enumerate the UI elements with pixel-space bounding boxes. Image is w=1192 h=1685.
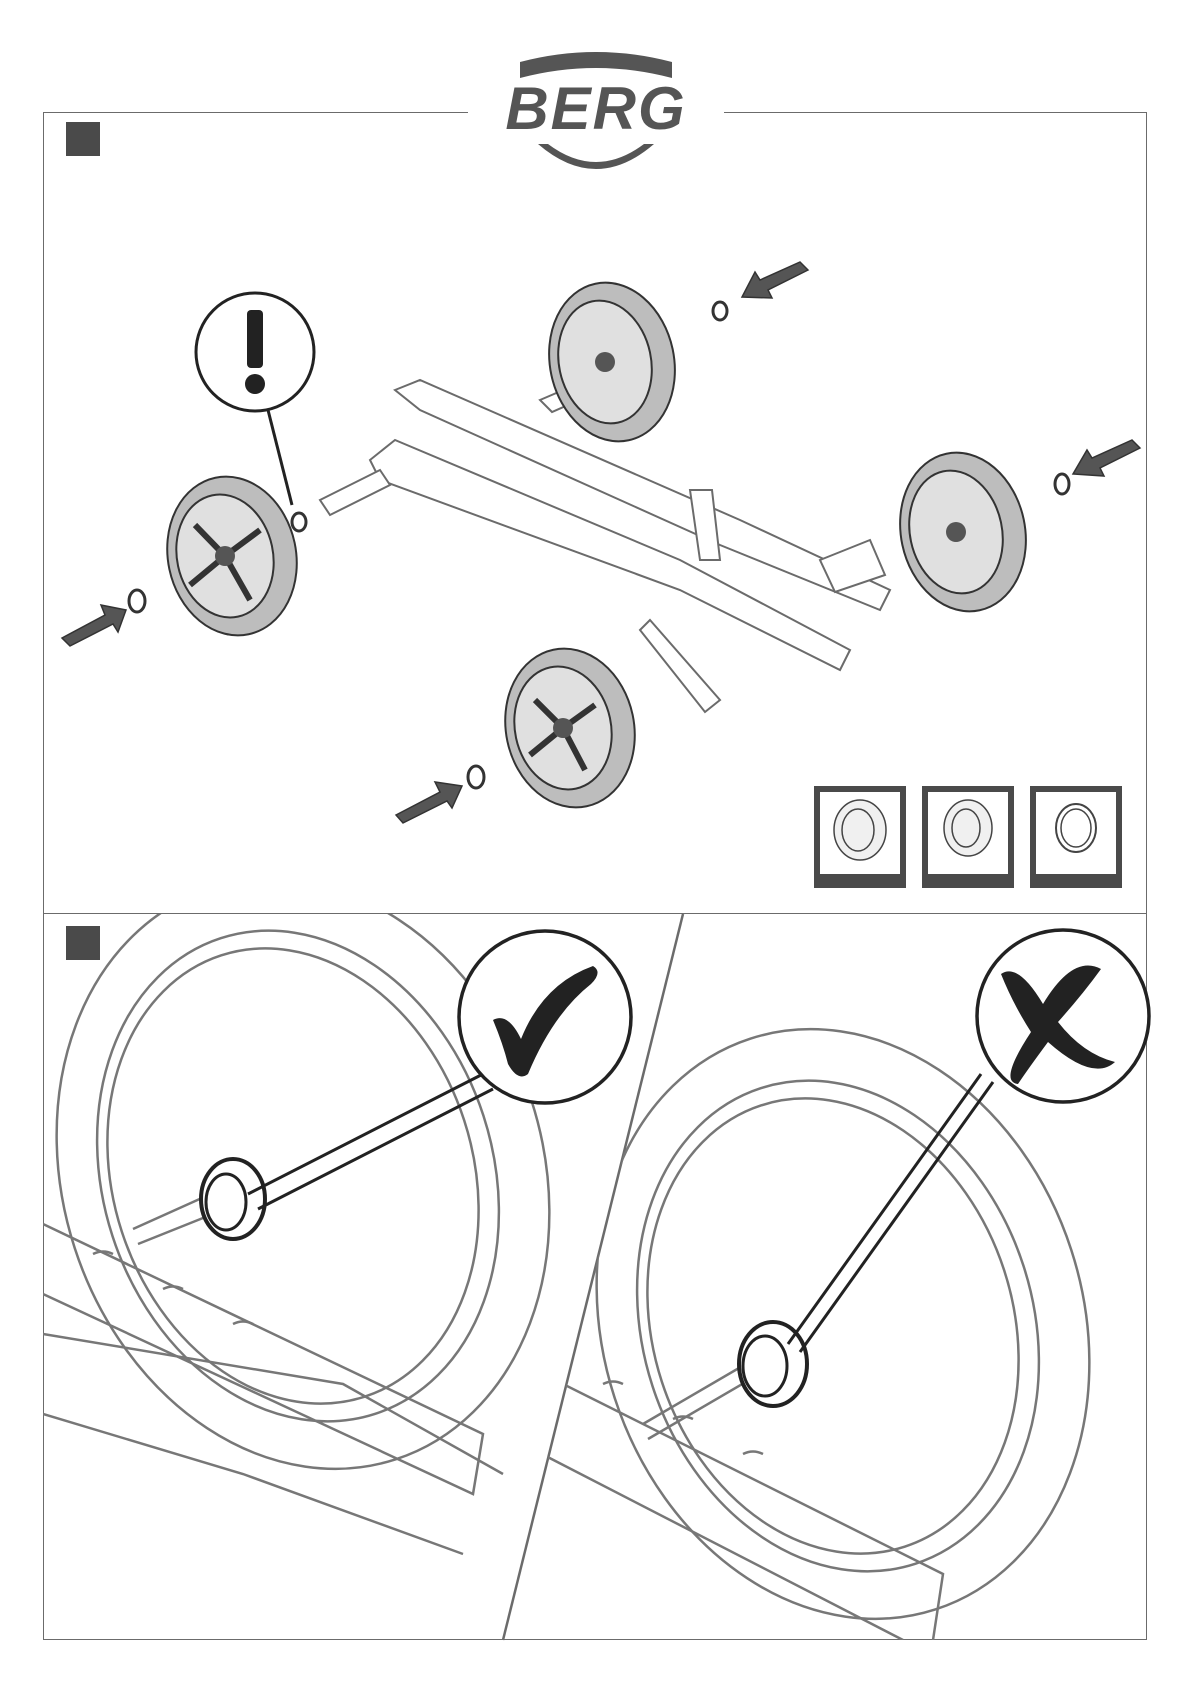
wheel-small-icon (928, 792, 1008, 872)
step-1-exploded-view (0, 0, 1192, 900)
part-thumbnail-cap-ring (1030, 786, 1122, 888)
part-thumbnail-wheel-large (814, 786, 906, 888)
part-thumbnail-wheel-small (922, 786, 1014, 888)
exclamation-icon (247, 310, 263, 368)
wheel-front-left (491, 636, 649, 819)
correct-callout (248, 931, 631, 1209)
wheel-front-right (886, 441, 1041, 623)
incorrect-callout (788, 930, 1149, 1352)
wheel-large-icon (820, 792, 900, 872)
wheel-rear-right (535, 271, 690, 453)
step-2-comparison (43, 914, 1147, 1640)
cap-ring-icon (1036, 792, 1116, 872)
correct-install-view (0, 815, 624, 1554)
warning-callout (196, 293, 314, 505)
